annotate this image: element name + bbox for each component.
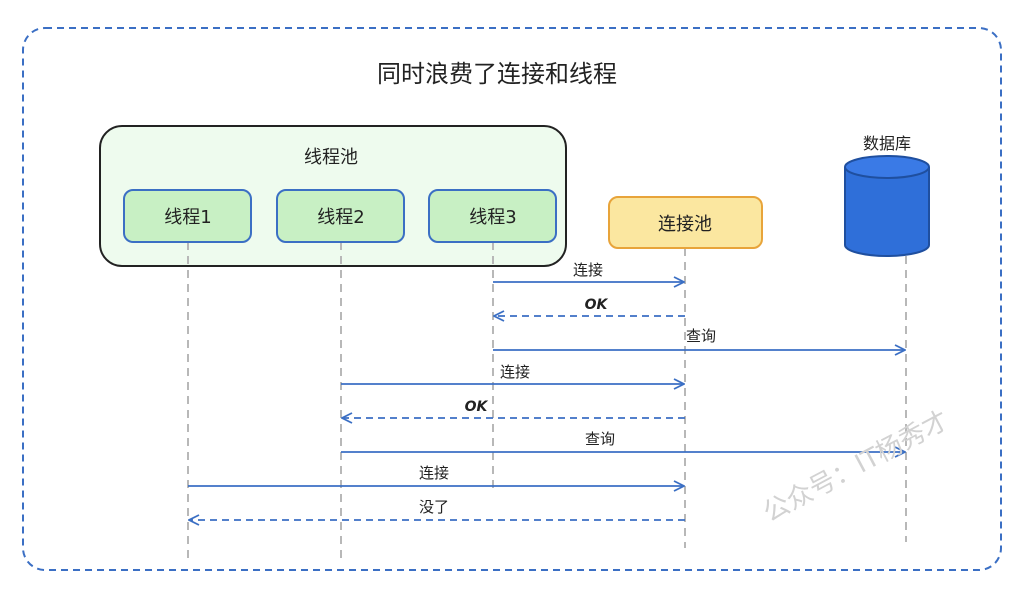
thread-3-box bbox=[428, 189, 557, 243]
database-label: 数据库 bbox=[863, 134, 911, 153]
connection-pool-box bbox=[608, 196, 763, 249]
thread-1-label: 线程1 bbox=[164, 207, 211, 228]
watermark: 公众号：IT杨秀才 bbox=[758, 405, 954, 528]
thread-2-label: 线程2 bbox=[317, 207, 364, 228]
thread-1-box bbox=[123, 189, 252, 243]
msg-label-t2-ok: OK bbox=[465, 399, 489, 415]
msg-label-t2-query: 查询 bbox=[585, 430, 615, 448]
database-cylinder-icon bbox=[844, 155, 930, 257]
messages bbox=[188, 282, 905, 520]
msg-label-t3-connect: 连接 bbox=[573, 261, 603, 279]
msg-label-t1-none: 没了 bbox=[419, 498, 449, 516]
thread-pool-label: 线程池 bbox=[304, 147, 358, 168]
connection-pool-label: 连接池 bbox=[658, 214, 712, 235]
lifelines bbox=[187, 242, 907, 562]
msg-label-t3-ok: OK bbox=[585, 297, 609, 313]
msg-label-t2-connect: 连接 bbox=[500, 363, 530, 381]
msg-label-t1-connect: 连接 bbox=[419, 464, 449, 482]
diagram-title: 同时浪费了连接和线程 bbox=[377, 60, 617, 88]
thread-3-label: 线程3 bbox=[469, 207, 516, 228]
outer-frame bbox=[22, 27, 1002, 571]
msg-label-t3-query: 查询 bbox=[686, 327, 716, 345]
thread-2-box bbox=[276, 189, 405, 243]
